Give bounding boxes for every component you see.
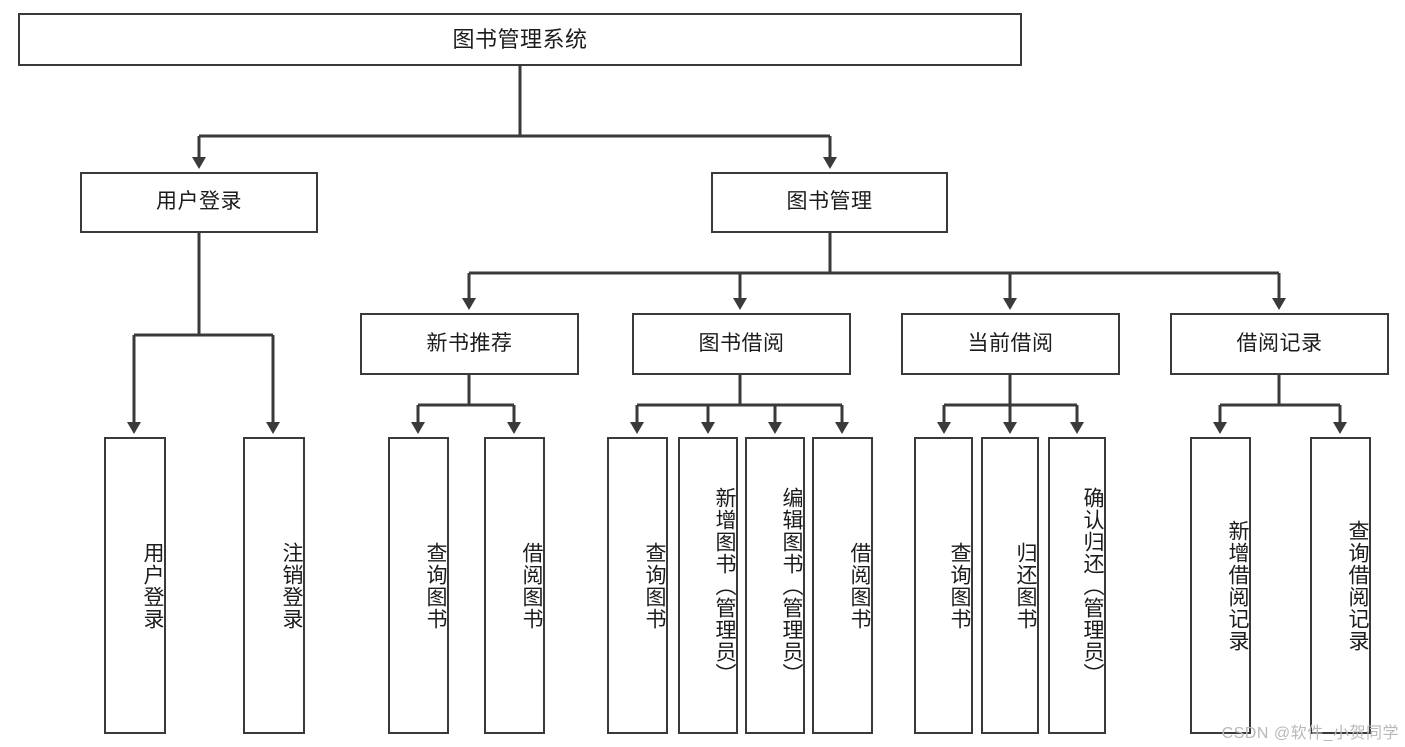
node-leaf-query-book[interactable]: 查询图书 bbox=[607, 437, 668, 734]
node-label: 用户登录 bbox=[156, 190, 242, 214]
node-leaf-add-borrow-record[interactable]: 新增借阅记录 bbox=[1190, 437, 1251, 734]
node-leaf-return-book[interactable]: 归还图书 bbox=[981, 437, 1039, 734]
node-leaf-edit-book-admin[interactable]: 编辑图书（管理员） bbox=[745, 437, 805, 734]
node-label: 编辑图书（管理员） bbox=[780, 486, 803, 685]
node-label: 新增图书（管理员） bbox=[713, 486, 736, 685]
node-current-borrow[interactable]: 当前借阅 bbox=[901, 313, 1120, 375]
node-label: 确认归还（管理员） bbox=[1081, 486, 1104, 685]
node-label: 新书推荐 bbox=[426, 331, 513, 355]
node-leaf-borrow-book[interactable]: 借阅图书 bbox=[812, 437, 873, 734]
node-leaf-user-login[interactable]: 用户登录 bbox=[104, 437, 166, 734]
node-leaf-query-book-current[interactable]: 查询图书 bbox=[914, 437, 973, 734]
node-leaf-query-book-recommend[interactable]: 查询图书 bbox=[388, 437, 449, 734]
node-label: 图书借阅 bbox=[698, 331, 785, 355]
node-leaf-confirm-return-admin[interactable]: 确认归还（管理员） bbox=[1048, 437, 1106, 734]
node-label: 借阅图书 bbox=[848, 541, 871, 630]
node-root-system[interactable]: 图书管理系统 bbox=[18, 13, 1022, 66]
node-user-login[interactable]: 用户登录 bbox=[80, 172, 318, 233]
node-leaf-logout[interactable]: 注销登录 bbox=[243, 437, 305, 734]
node-label: 借阅图书 bbox=[520, 541, 543, 630]
node-label: 查询借阅记录 bbox=[1346, 519, 1369, 652]
node-book-management[interactable]: 图书管理 bbox=[711, 172, 948, 233]
node-label: 图书管理 bbox=[786, 190, 873, 214]
watermark: CSDN @软件_小贺同学 bbox=[1221, 725, 1399, 742]
node-label: 用户登录 bbox=[141, 541, 164, 630]
node-label: 查询图书 bbox=[948, 541, 971, 630]
node-book-borrow[interactable]: 图书借阅 bbox=[632, 313, 851, 375]
node-leaf-query-borrow-record[interactable]: 查询借阅记录 bbox=[1310, 437, 1371, 734]
node-label: 当前借阅 bbox=[967, 331, 1054, 355]
node-root-label: 图书管理系统 bbox=[452, 26, 588, 52]
node-label: 借阅记录 bbox=[1236, 331, 1323, 355]
node-label: 查询图书 bbox=[424, 541, 447, 630]
node-label: 查询图书 bbox=[643, 541, 666, 630]
node-new-book-recommend[interactable]: 新书推荐 bbox=[360, 313, 579, 375]
node-leaf-add-book-admin[interactable]: 新增图书（管理员） bbox=[678, 437, 738, 734]
node-label: 新增借阅记录 bbox=[1226, 519, 1249, 652]
node-leaf-borrow-book-recommend[interactable]: 借阅图书 bbox=[484, 437, 545, 734]
node-label: 归还图书 bbox=[1014, 541, 1037, 630]
node-label: 注销登录 bbox=[280, 541, 303, 630]
node-borrow-record[interactable]: 借阅记录 bbox=[1170, 313, 1389, 375]
